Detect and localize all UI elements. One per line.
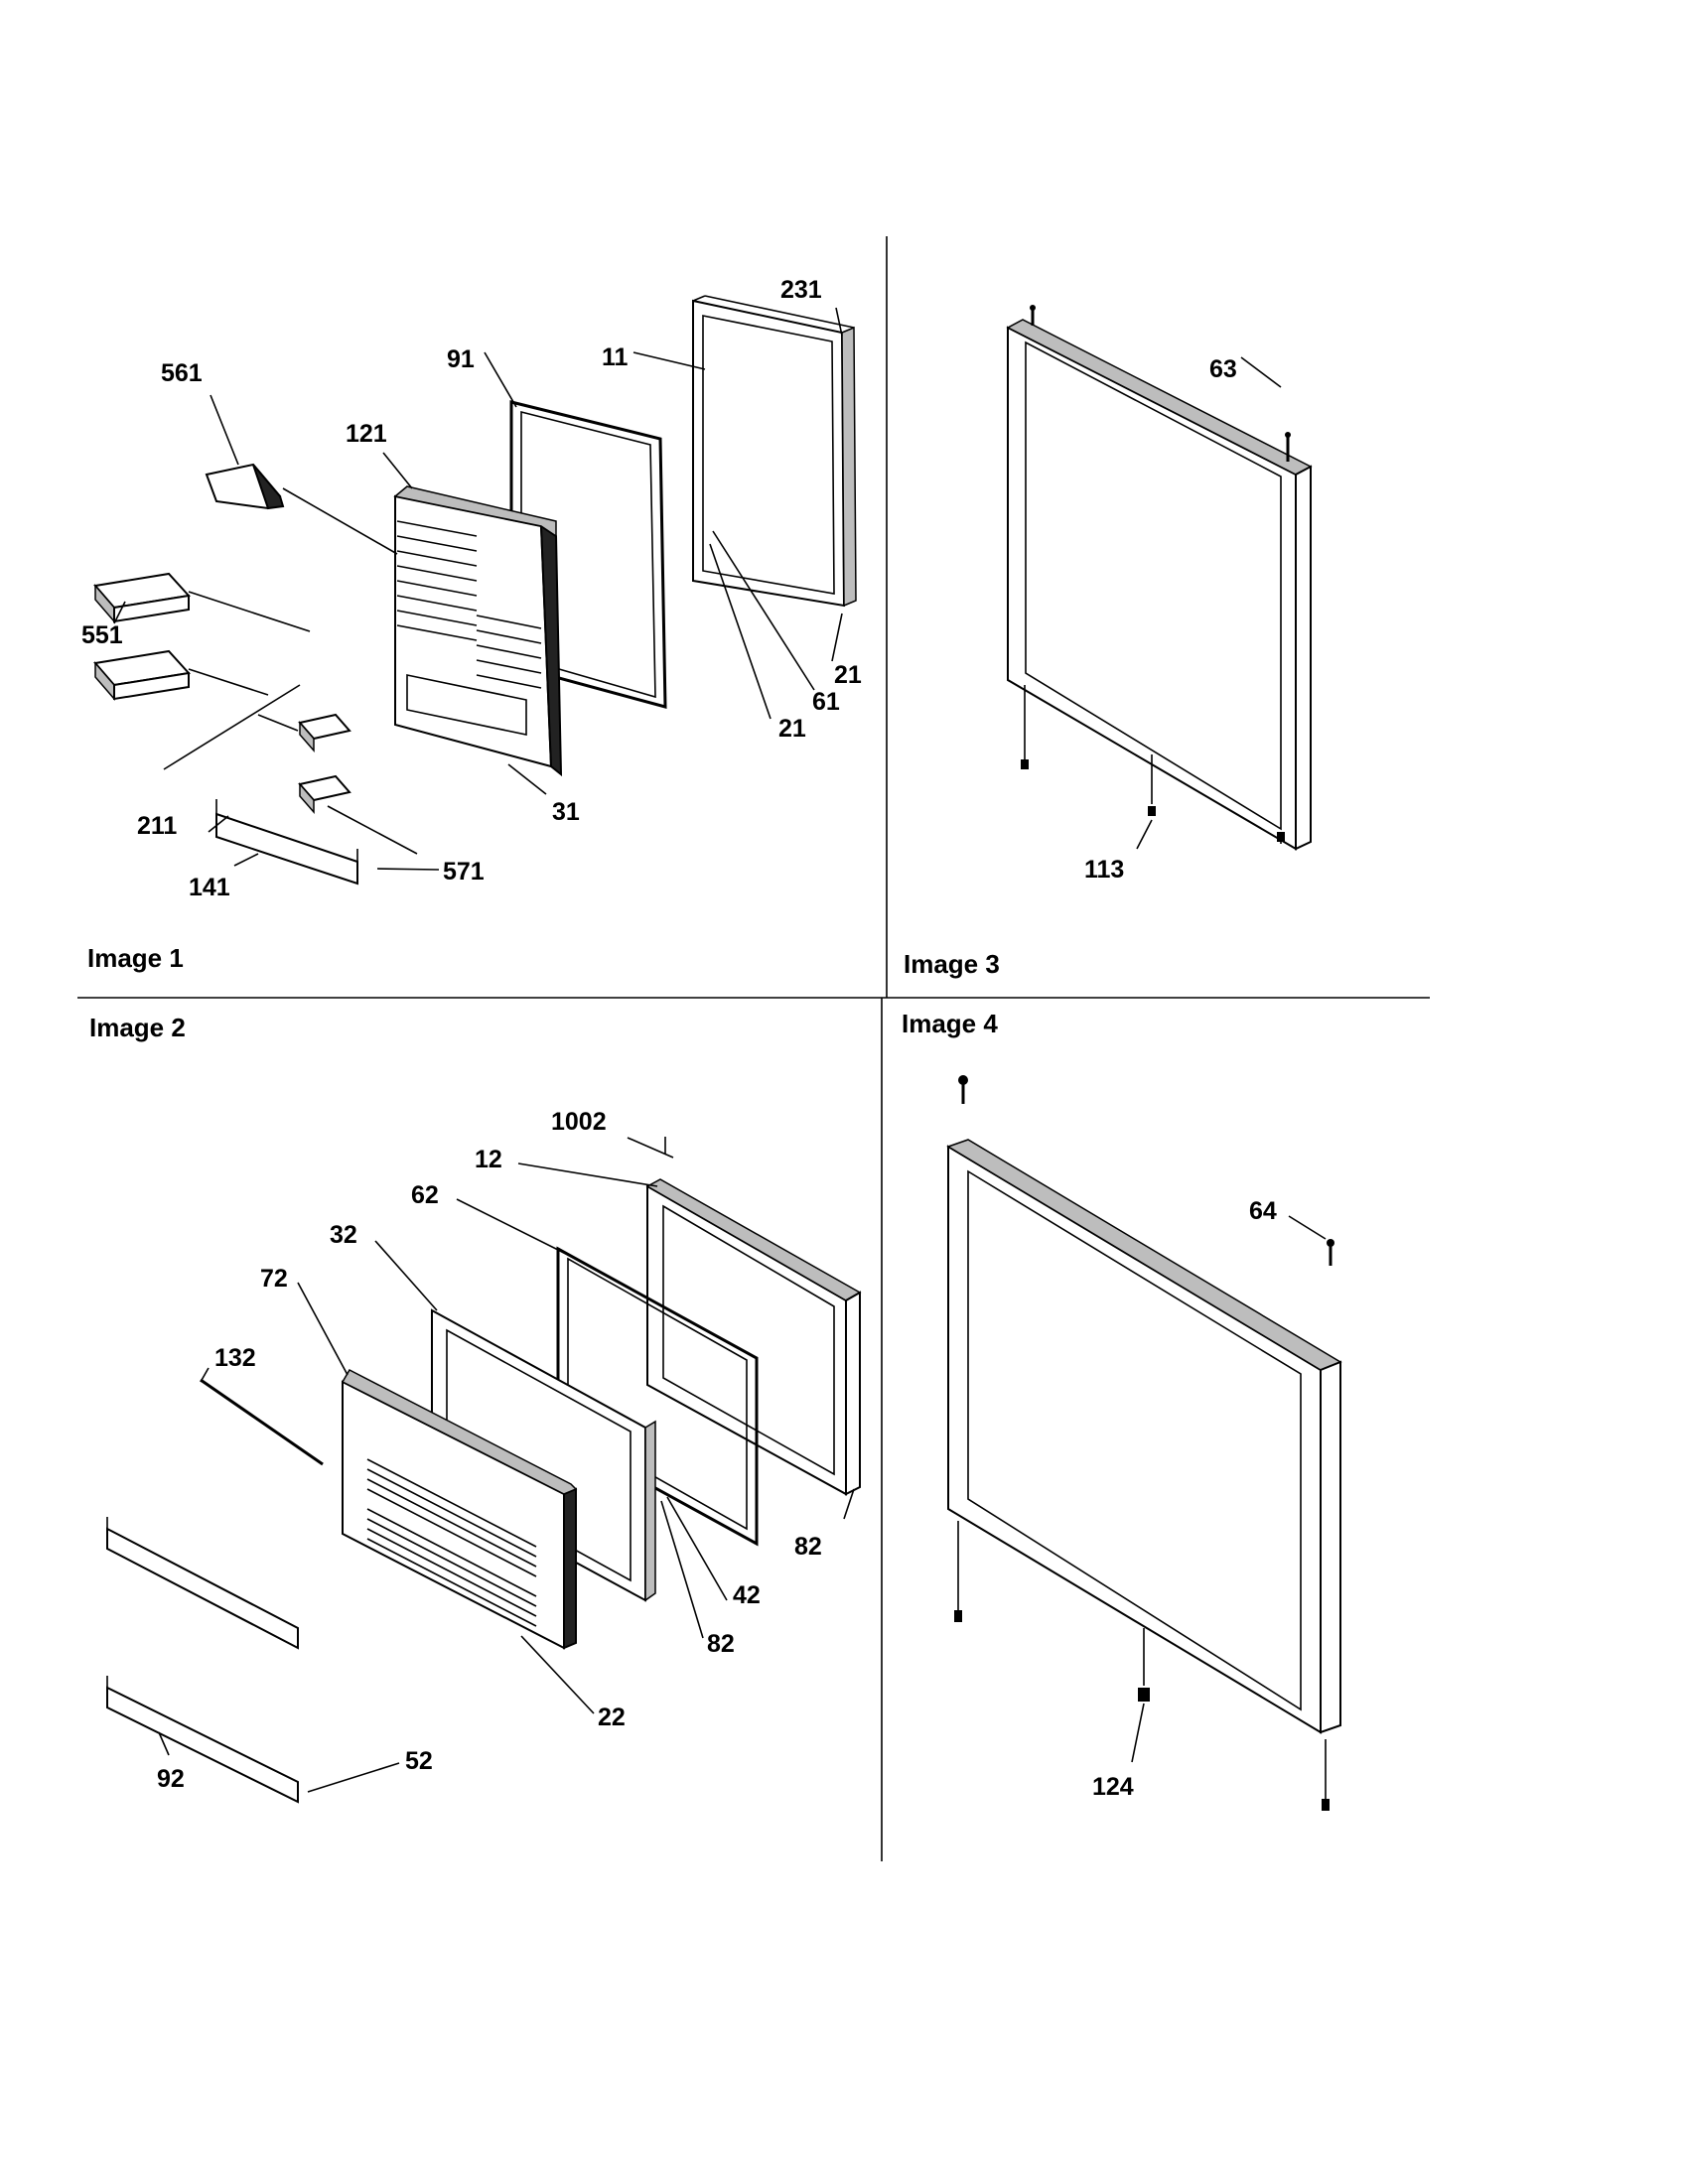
panel-image-1: 561 121 91 11 231 551 61 21 21 211 31 14… (81, 276, 862, 973)
callout-231: 231 (780, 276, 822, 304)
callout-211: 211 (137, 812, 177, 840)
callout-11: 11 (602, 343, 629, 371)
callout-62: 62 (411, 1181, 439, 1209)
caption-image-2: Image 2 (89, 1013, 186, 1042)
callout-124: 124 (1092, 1773, 1134, 1801)
callout-121: 121 (346, 420, 387, 448)
caption-image-4: Image 4 (902, 1009, 998, 1038)
door-shelf-bar (216, 799, 357, 884)
freezer-door-panel (647, 1179, 860, 1494)
door-liner (395, 486, 561, 774)
freezer-door-shelf-upper (107, 1517, 298, 1648)
small-bins (300, 715, 350, 812)
callout-91: 91 (447, 345, 475, 373)
callout-21b: 21 (778, 715, 806, 743)
callout-141: 141 (189, 874, 230, 901)
callout-551: 551 (81, 621, 123, 649)
door-panel (693, 296, 856, 606)
caption-image-1: Image 1 (87, 943, 184, 973)
callout-12: 12 (475, 1146, 502, 1173)
door-frame-top (1008, 320, 1311, 849)
callout-64: 64 (1249, 1197, 1277, 1225)
callout-52: 52 (405, 1747, 433, 1775)
callout-113: 113 (1084, 856, 1124, 884)
freezer-door-shelf-lower (107, 1676, 298, 1802)
dairy-compartment (207, 465, 283, 508)
panel-image-2: Image 2 (89, 1013, 860, 1802)
callout-61: 61 (812, 688, 840, 716)
callout-82b: 82 (707, 1630, 735, 1658)
callout-63: 63 (1209, 355, 1237, 383)
caption-image-3: Image 3 (904, 949, 1000, 979)
callout-22: 22 (598, 1704, 626, 1731)
callout-92: 92 (157, 1765, 185, 1793)
callout-571: 571 (443, 858, 485, 886)
callout-132: 132 (214, 1344, 256, 1372)
callout-32: 32 (330, 1221, 357, 1249)
callout-31: 31 (552, 798, 580, 826)
callout-1002: 1002 (551, 1108, 607, 1136)
callout-42: 42 (733, 1581, 761, 1609)
panel-image-3: 63 113 Image 3 (904, 305, 1311, 979)
callout-72: 72 (260, 1265, 288, 1293)
panel-image-4: Image 4 64 124 (902, 1009, 1340, 1811)
shelf-rod (201, 1380, 323, 1464)
callout-21a: 21 (834, 661, 862, 689)
callout-561: 561 (161, 359, 203, 387)
callout-82a: 82 (794, 1533, 822, 1561)
